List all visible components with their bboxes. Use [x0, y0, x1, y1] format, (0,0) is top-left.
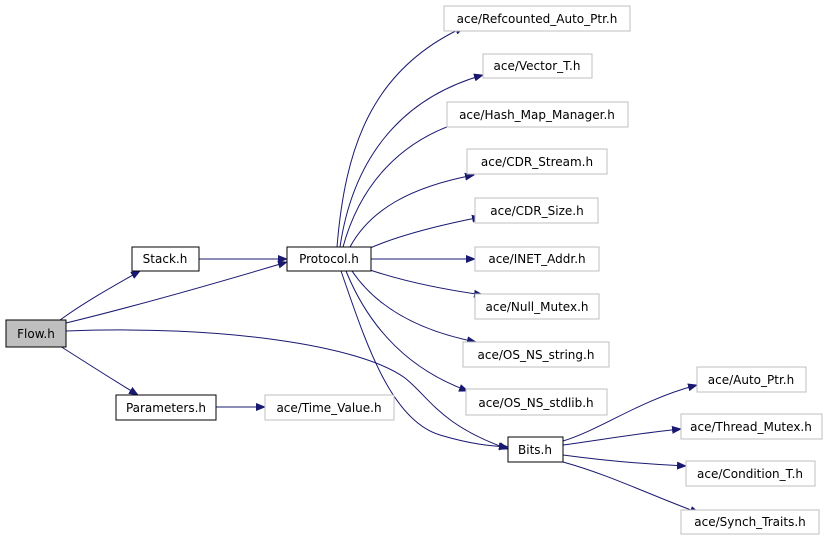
- edge-flow-to-parameters: [59, 345, 139, 396]
- node-parameters-h-label: Parameters.h: [126, 401, 206, 415]
- node-ace-os-ns-stdlib-h-box: [465, 388, 608, 416]
- node-ace-vector-t-h-box: [482, 53, 593, 79]
- node-ace-cdr-size-h-box: [474, 197, 599, 224]
- node-ace-thread-mutex-h[interactable]: ace/Thread_Mutex.h: [680, 413, 823, 440]
- node-ace-hash-map-manager-h-box: [446, 101, 629, 128]
- edge-protocol-to-hash-map: [342, 119, 465, 248]
- edge-protocol-to-os-stdlib: [345, 270, 469, 392]
- edge-protocol-to-vector-t: [339, 73, 484, 248]
- node-ace-os-ns-string-h-box: [462, 341, 610, 368]
- node-ace-cdr-stream-h[interactable]: ace/CDR_Stream.h: [466, 148, 608, 175]
- edge-flow-to-bits: [65, 329, 509, 450]
- node-ace-null-mutex-h-label: ace/Null_Mutex.h: [486, 300, 589, 314]
- node-ace-condition-t-h[interactable]: ace/Condition_T.h: [685, 460, 816, 487]
- node-ace-synch-traits-h-box: [680, 509, 820, 535]
- edge-protocol-to-os-string: [351, 270, 477, 345]
- node-flow-h-box: [5, 319, 67, 348]
- edge-bits-to-thread-mutex: [562, 425, 682, 446]
- node-ace-auto-ptr-h[interactable]: ace/Auto_Ptr.h: [696, 366, 807, 393]
- node-stack-h[interactable]: Stack.h: [131, 246, 200, 272]
- node-ace-inet-addr-h[interactable]: ace/INET_Addr.h: [474, 246, 600, 272]
- node-bits-h[interactable]: Bits.h: [507, 436, 564, 463]
- node-ace-cdr-size-h[interactable]: ace/CDR_Size.h: [474, 197, 599, 224]
- edge-protocol-to-null-mutex: [369, 269, 484, 298]
- node-ace-time-value-h[interactable]: ace/Time_Value.h: [264, 394, 395, 421]
- edge-bits-to-auto-ptr: [562, 383, 698, 442]
- node-stack-h-box: [131, 246, 200, 272]
- node-ace-auto-ptr-h-box: [696, 366, 807, 393]
- node-ace-condition-t-h-box: [685, 460, 816, 487]
- node-ace-null-mutex-h-box: [474, 293, 600, 320]
- node-ace-refcounted-auto-ptr-h[interactable]: ace/Refcounted_Auto_Ptr.h: [443, 5, 631, 32]
- node-parameters-h-box: [115, 394, 217, 421]
- node-ace-time-value-h-box: [264, 394, 395, 421]
- node-stack-h-label: Stack.h: [143, 252, 188, 266]
- edge-bits-to-synch-traits: [562, 461, 700, 514]
- node-flow-h-label: Flow.h: [17, 327, 55, 341]
- node-ace-synch-traits-h-label: ace/Synch_Traits.h: [694, 515, 805, 529]
- edge-layer: [59, 26, 700, 514]
- node-ace-os-ns-string-h[interactable]: ace/OS_NS_string.h: [462, 341, 610, 368]
- node-ace-hash-map-manager-h[interactable]: ace/Hash_Map_Manager.h: [446, 101, 629, 128]
- node-ace-refcounted-auto-ptr-h-box: [443, 5, 631, 32]
- node-parameters-h[interactable]: Parameters.h: [115, 394, 217, 421]
- node-protocol-h[interactable]: Protocol.h: [286, 246, 372, 272]
- edge-protocol-to-cdr-stream: [349, 172, 475, 248]
- node-ace-refcounted-auto-ptr-h-label: ace/Refcounted_Auto_Ptr.h: [457, 12, 618, 26]
- node-ace-synch-traits-h[interactable]: ace/Synch_Traits.h: [680, 509, 820, 535]
- node-bits-h-label: Bits.h: [518, 443, 552, 457]
- edge-protocol-to-refcounted: [336, 26, 465, 248]
- node-ace-hash-map-manager-h-label: ace/Hash_Map_Manager.h: [459, 108, 615, 122]
- node-ace-os-ns-string-h-label: ace/OS_NS_string.h: [478, 348, 595, 362]
- node-ace-auto-ptr-h-label: ace/Auto_Ptr.h: [708, 373, 794, 387]
- edge-protocol-to-bits: [340, 270, 509, 451]
- node-layer: Flow.h Stack.h Parameters.h Protocol.h B…: [5, 5, 823, 535]
- node-ace-null-mutex-h[interactable]: ace/Null_Mutex.h: [474, 293, 600, 320]
- node-ace-os-ns-stdlib-h[interactable]: ace/OS_NS_stdlib.h: [465, 388, 608, 416]
- edge-flow-to-stack: [59, 270, 141, 321]
- node-ace-os-ns-stdlib-h-label: ace/OS_NS_stdlib.h: [478, 396, 593, 410]
- edge-bits-to-condition-t: [562, 454, 687, 470]
- edge-flow-to-protocol: [65, 260, 288, 324]
- node-protocol-h-box: [286, 246, 372, 272]
- node-ace-vector-t-h-label: ace/Vector_T.h: [494, 59, 581, 73]
- node-ace-cdr-stream-h-label: ace/CDR_Stream.h: [481, 155, 593, 169]
- node-ace-thread-mutex-h-box: [680, 413, 823, 440]
- node-ace-inet-addr-h-label: ace/INET_Addr.h: [488, 252, 585, 266]
- node-ace-thread-mutex-h-label: ace/Thread_Mutex.h: [690, 420, 812, 434]
- node-ace-cdr-size-h-label: ace/CDR_Size.h: [490, 204, 583, 218]
- node-flow-h[interactable]: Flow.h: [5, 319, 67, 348]
- node-bits-h-box: [507, 436, 564, 463]
- node-protocol-h-label: Protocol.h: [299, 252, 359, 266]
- edge-protocol-to-cdr-size: [369, 214, 482, 249]
- node-ace-condition-t-h-label: ace/Condition_T.h: [697, 467, 803, 481]
- node-ace-cdr-stream-h-box: [466, 148, 608, 175]
- node-ace-time-value-h-label: ace/Time_Value.h: [276, 401, 381, 415]
- node-ace-inet-addr-h-box: [474, 246, 600, 272]
- node-ace-vector-t-h[interactable]: ace/Vector_T.h: [482, 53, 593, 79]
